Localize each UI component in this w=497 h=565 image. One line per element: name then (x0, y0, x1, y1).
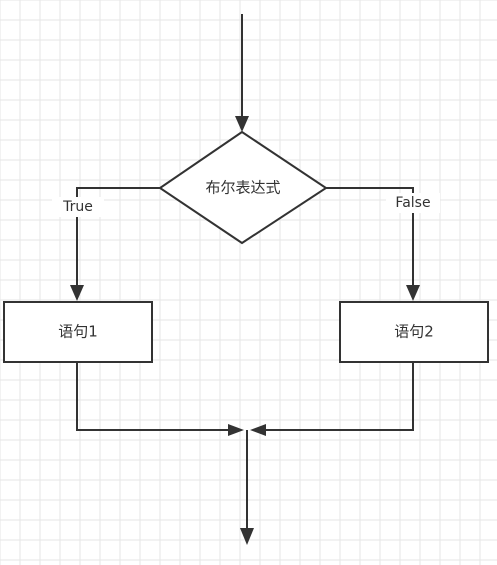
entry-arrow-head (235, 116, 249, 132)
statement-2-box (339, 301, 489, 363)
exit-arrow-head (240, 528, 254, 545)
statement-2-merge-arrow-head (250, 424, 266, 436)
statement-1-label: 语句1 (58, 323, 98, 341)
false-branch-arrow-head (406, 285, 420, 301)
condition-diamond (158, 130, 328, 245)
false-label-background (386, 193, 440, 213)
statement-2-merge-line (264, 362, 414, 431)
true-branch-line (76, 187, 160, 287)
true-branch-arrow-head (70, 285, 84, 301)
statement-2-label: 语句2 (394, 323, 434, 341)
false-label: False (395, 195, 430, 211)
statement-1-merge-line (76, 362, 230, 431)
false-branch-line (326, 187, 414, 287)
statement-1-box (3, 301, 153, 363)
true-label-background (52, 197, 104, 217)
condition-label: 布尔表达式 (205, 179, 280, 197)
statement-1-merge-arrow-head (228, 424, 244, 436)
true-label: True (62, 199, 93, 215)
